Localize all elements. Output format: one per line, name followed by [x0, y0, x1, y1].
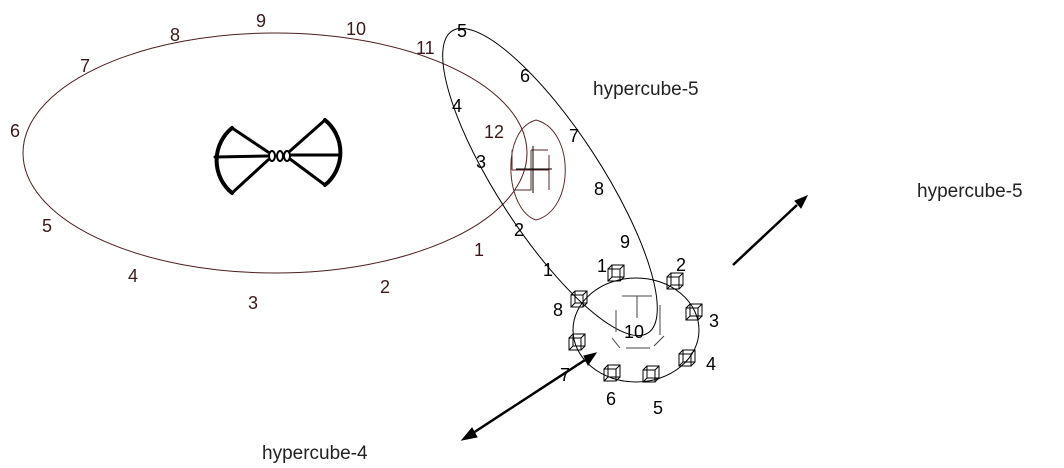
- arrow-upper-right: [732, 195, 809, 266]
- cube-group: [568, 264, 703, 383]
- tilted-ellipse-label: 1: [543, 260, 553, 280]
- tilted-ellipse-label: 3: [476, 152, 486, 172]
- circle-label: 5: [653, 398, 663, 418]
- circle-label: 2: [676, 255, 686, 275]
- circle-label: 1: [597, 256, 607, 276]
- big-ellipse-label: 10: [346, 19, 366, 39]
- big-ellipse-label: 9: [256, 11, 266, 31]
- circle-inner-symbol: [611, 295, 665, 349]
- circle-label: 4: [706, 354, 716, 374]
- hypercube-circle: [572, 277, 700, 383]
- big-ellipse-label: 4: [128, 266, 138, 286]
- big-ellipse-label: 3: [248, 293, 258, 313]
- cube-icon: [570, 290, 588, 308]
- tilted-ellipse: [442, 27, 658, 337]
- big-ellipse-label: 2: [380, 277, 390, 297]
- big-ellipse-label: 1: [474, 240, 484, 260]
- arrow-lower-left: [460, 352, 598, 441]
- title-hypercube-lower: hypercube-4: [262, 443, 368, 464]
- ellipse-center-symbol: [213, 118, 343, 195]
- cube-icon: [568, 333, 586, 351]
- circle-label: 8: [553, 300, 563, 320]
- cube-icon: [678, 349, 696, 367]
- big-ellipse-label: 8: [170, 25, 180, 45]
- cube-icon: [607, 264, 625, 282]
- big-ellipse-label: 11: [416, 38, 435, 58]
- big-ellipse-label: 5: [42, 216, 52, 236]
- big-ellipse-label: 6: [10, 121, 20, 141]
- tilted-ellipse-label: 4: [452, 96, 462, 116]
- tilted-ellipse-label: 2: [514, 220, 524, 240]
- tilted-ellipse-label: 10: [624, 322, 644, 342]
- large-ellipse: [22, 32, 528, 274]
- cube-icon: [603, 364, 621, 382]
- tilted-ellipse-label: 7: [569, 126, 579, 146]
- big-ellipse-label: 7: [80, 56, 90, 76]
- circle-label: 3: [709, 311, 719, 331]
- tilted-ellipse-label: 9: [620, 232, 630, 252]
- circle-label: 6: [606, 389, 616, 409]
- cube-icon: [666, 272, 684, 290]
- tilted-ellipse-label: 6: [520, 66, 530, 86]
- big-ellipse-label: 12: [484, 122, 504, 142]
- tilted-ellipse-label: 8: [594, 179, 604, 199]
- tilted-ellipse-label: 5: [457, 21, 467, 41]
- overlap-symbol: [510, 119, 566, 221]
- circle-label: 7: [560, 365, 570, 385]
- title-hypercube-upper: hypercube-5: [593, 79, 699, 100]
- cube-icon: [642, 365, 660, 383]
- title-hypercube-right: hypercube-5: [917, 181, 1023, 202]
- cube-icon: [685, 303, 703, 321]
